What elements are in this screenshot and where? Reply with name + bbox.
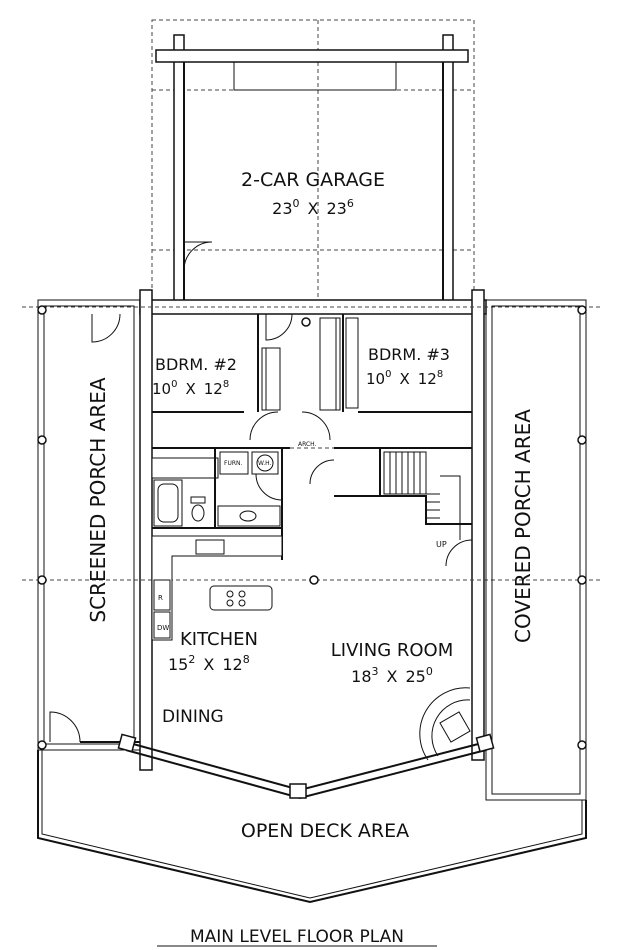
stair-up-label: UP	[436, 540, 447, 549]
stair-treads	[389, 452, 440, 519]
covered-porch-structure	[485, 299, 587, 801]
bdrm2-label: BDRM. #2	[155, 355, 237, 374]
garage-label: 2-CAR GARAGE	[241, 169, 385, 191]
plan-title: MAIN LEVEL FLOOR PLAN	[190, 927, 404, 947]
living-room-label: LIVING ROOM	[331, 640, 453, 661]
screened-porch-posts	[37, 305, 47, 750]
bdrm3-label: BDRM. #3	[368, 345, 450, 364]
water-heater-label: W.H.	[258, 460, 272, 467]
kitchen-label: KITCHEN	[180, 629, 258, 650]
arch-label: ARCH.	[298, 441, 317, 448]
covered-porch-posts	[577, 305, 587, 750]
front-wall-and-deck	[37, 733, 587, 904]
refrigerator-label: R	[158, 594, 163, 602]
open-deck-label: OPEN DECK AREA	[241, 820, 409, 842]
interior-walls	[151, 313, 473, 761]
screened-porch-label: SCREENED PORCH AREA	[86, 377, 110, 622]
covered-porch-label: COVERED PORCH AREA	[511, 409, 535, 643]
dining-label: DINING	[162, 707, 224, 727]
dishwasher-label: DW	[157, 624, 169, 632]
screened-porch-structure	[37, 299, 141, 751]
furnace-label: FURN.	[224, 460, 243, 467]
garage-structure	[151, 19, 475, 309]
